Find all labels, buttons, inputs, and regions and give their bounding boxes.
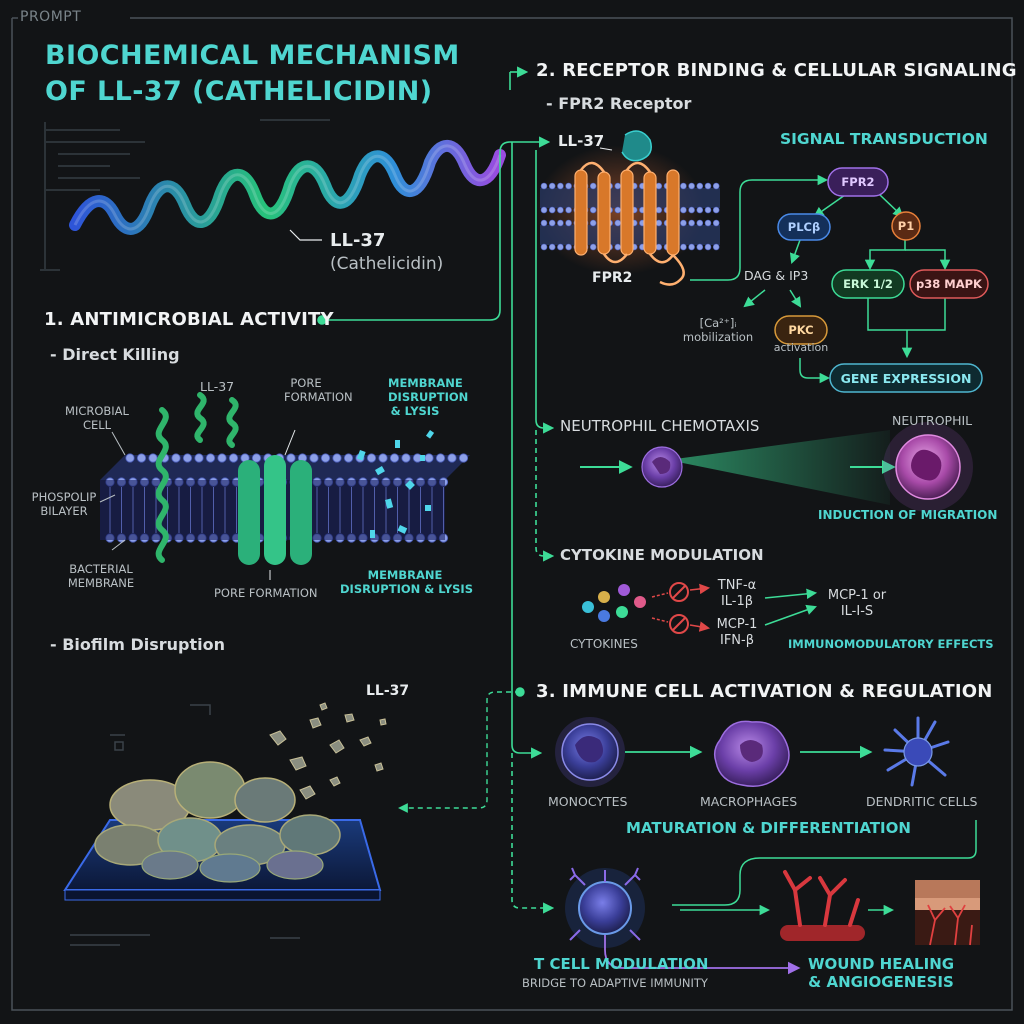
section3-heading: 3. IMMUNE CELL ACTIVATION & REGULATION bbox=[536, 681, 993, 702]
ll37-helix bbox=[69, 139, 506, 241]
cytokine-heading: CYTOKINE MODULATION bbox=[560, 546, 764, 564]
direct-killing-heading: - Direct Killing bbox=[50, 345, 180, 364]
cytokines-label: CYTOKINES bbox=[570, 637, 638, 651]
node-fpr2: FPR2 bbox=[841, 175, 875, 189]
pore-formation-bottom-label: PORE FORMATION bbox=[214, 586, 318, 600]
signal-transduction-heading: SIGNAL TRANSDUCTION bbox=[780, 130, 988, 148]
membrane-leader-lines bbox=[99, 431, 126, 551]
cytokine-visual bbox=[582, 582, 818, 634]
signal-trunk bbox=[511, 142, 555, 914]
code-decoration bbox=[40, 119, 330, 271]
helix-sublabel: (Cathelicidin) bbox=[330, 254, 444, 274]
node-pi: P1 bbox=[897, 219, 915, 233]
receptor-ll37-label: LL-37 bbox=[558, 132, 605, 150]
node-plcb: PLCβ bbox=[787, 220, 821, 234]
induction-label: INDUCTION OF MIGRATION bbox=[818, 508, 998, 522]
biofilm-plate bbox=[63, 761, 382, 901]
angiogenesis-visual bbox=[780, 870, 980, 946]
outer-frame bbox=[11, 17, 1013, 1011]
dag-ip3-label: DAG & IP3 bbox=[744, 268, 809, 283]
immunomodulatory-label: IMMUNOMODULATORY EFFECTS bbox=[788, 637, 994, 651]
decor-brackets bbox=[70, 704, 300, 946]
pore-channel bbox=[238, 429, 312, 580]
membrane-peptide-helices bbox=[155, 392, 239, 563]
biofilm-ll37-label: LL-37 bbox=[366, 683, 410, 699]
lysis-shards bbox=[356, 429, 435, 538]
fpr2-membrane-label: FPR2 bbox=[592, 270, 633, 286]
chemotaxis-visual bbox=[580, 422, 973, 512]
pkc-activation-label: activation bbox=[773, 341, 829, 354]
biofilm-heading: - Biofilm Disruption bbox=[50, 635, 226, 654]
title-line-1: BIOCHEMICAL MECHANISM bbox=[45, 40, 460, 71]
biofilm-fragments bbox=[269, 702, 387, 800]
node-p38: p38 MAPK bbox=[916, 277, 982, 291]
t-cell bbox=[565, 867, 801, 975]
fpr2-receptor bbox=[535, 130, 720, 286]
t-cell-heading: T CELL MODULATION bbox=[534, 955, 709, 973]
signal-nodes bbox=[774, 167, 989, 393]
monocytes-label: MONOCYTES bbox=[548, 794, 628, 809]
prompt-tag: PROMPT bbox=[20, 9, 82, 25]
node-pkc: PKC bbox=[788, 323, 814, 337]
macrophages-label: MACROPHAGES bbox=[700, 794, 798, 809]
wound-healing-label: WOUND HEALING& ANGIOGENESIS bbox=[807, 955, 955, 991]
connector-s3-biofilm bbox=[398, 687, 525, 813]
immune-cells bbox=[555, 716, 950, 787]
section2-heading: 2. RECEPTOR BINDING & CELLULAR SIGNALING bbox=[536, 60, 1017, 81]
section1-heading: 1. ANTIMICROBIAL ACTIVITY bbox=[44, 309, 334, 330]
node-gene-expression: GENE EXPRESSION bbox=[840, 370, 972, 386]
maturation-connector bbox=[672, 820, 977, 916]
title-line-2: OF LL-37 (CATHELICIDIN) bbox=[45, 76, 433, 107]
membrane-ll37-label: LL-37 bbox=[200, 379, 235, 394]
t-cell-subtitle: BRIDGE TO ADAPTIVE IMMUNITY bbox=[522, 976, 708, 990]
dendritic-label: DENDRITIC CELLS bbox=[866, 794, 978, 809]
chemotaxis-heading: NEUTROPHIL CHEMOTAXIS bbox=[560, 417, 760, 435]
fpr2-receptor-heading: - FPR2 Receptor bbox=[546, 94, 692, 113]
helix-label: LL-37 bbox=[330, 230, 386, 251]
maturation-label: MATURATION & DIFFERENTIATION bbox=[626, 819, 911, 837]
node-erk: ERK 1/2 bbox=[843, 277, 893, 291]
signal-cascade-arrows bbox=[690, 174, 951, 384]
neutrophil-label: NEUTROPHIL bbox=[892, 413, 973, 428]
connector-s1-to-s2 bbox=[317, 66, 551, 325]
